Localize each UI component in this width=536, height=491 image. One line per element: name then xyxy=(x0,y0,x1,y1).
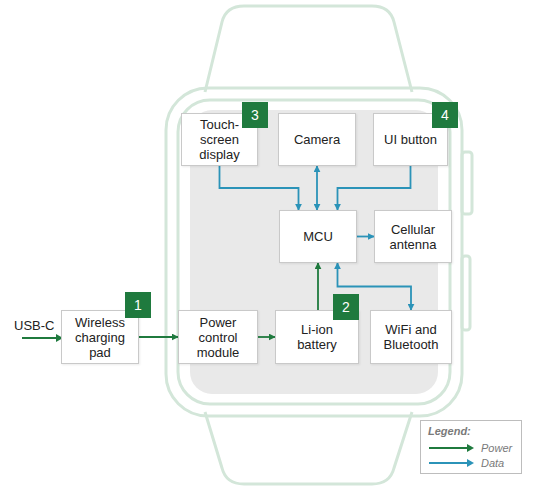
component-label: Camera xyxy=(289,130,345,149)
callout-number: 3 xyxy=(242,102,268,128)
upper-strap xyxy=(205,6,412,92)
component-box: WiFi and Bluetooth xyxy=(370,310,452,364)
component-box: Camera xyxy=(278,113,356,166)
data-connector xyxy=(357,236,374,238)
legend-sample xyxy=(427,456,477,470)
side-button xyxy=(462,256,470,330)
component-label: Wireless charging pad xyxy=(62,313,138,362)
legend-box: Legend: PowerData xyxy=(420,420,522,474)
callout-number: 1 xyxy=(125,292,151,318)
usb-power-line xyxy=(22,337,56,339)
legend-row: Data xyxy=(427,456,519,470)
callout-number: 2 xyxy=(333,294,359,320)
component-box: Wireless charging pad xyxy=(61,310,139,364)
component-label: WiFi and Bluetooth xyxy=(371,320,451,354)
power-connector xyxy=(258,336,275,338)
power-connector xyxy=(317,263,319,310)
component-label: Power control module xyxy=(179,313,257,362)
component-box: Cellular antenna xyxy=(374,210,452,263)
lower-strap xyxy=(205,412,412,484)
power-connector xyxy=(139,336,178,338)
data-connector xyxy=(316,166,318,210)
callout-number: 4 xyxy=(432,102,458,128)
component-label: Li-ion battery xyxy=(276,320,358,354)
watch-case xyxy=(166,88,462,416)
input-label: USB-C xyxy=(14,318,54,333)
data-connector xyxy=(338,166,411,210)
crown xyxy=(462,152,472,214)
component-box: MCU xyxy=(279,210,357,263)
legend-label: Power xyxy=(481,441,512,455)
data-connector xyxy=(220,166,299,210)
legend-label: Data xyxy=(481,456,504,470)
legend-title: Legend: xyxy=(428,425,471,437)
component-label: MCU xyxy=(298,227,338,246)
component-label: Cellular antenna xyxy=(375,220,451,254)
component-box: Power control module xyxy=(178,310,258,364)
legend-row: Power xyxy=(427,441,519,455)
legend-sample xyxy=(427,441,477,455)
component-label: UI button xyxy=(379,130,442,149)
